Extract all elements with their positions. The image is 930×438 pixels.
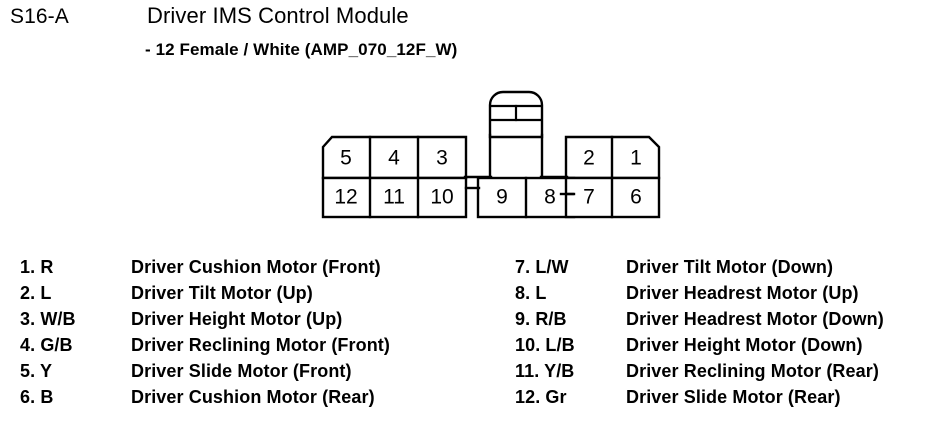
legend-row: 3. W/B Driver Height Motor (Up)	[20, 309, 390, 335]
legend-row: 9. R/B Driver Headrest Motor (Down)	[515, 309, 884, 335]
pin-cell-11: 11	[383, 186, 405, 209]
legend-row: 5. Y Driver Slide Motor (Front)	[20, 361, 390, 387]
legend-pin-description: Driver Tilt Motor (Down)	[626, 257, 834, 277]
legend-row: 4. G/B Driver Reclining Motor (Front)	[20, 335, 390, 361]
legend-pin-number: 3. W/B	[20, 309, 76, 329]
connector-spec-subtitle: - 12 Female / White (AMP_070_12F_W)	[145, 40, 458, 59]
legend-pin-number: 12. Gr	[515, 387, 567, 407]
legend-pin-number: 10. L/B	[515, 335, 575, 355]
legend-row: 6. B Driver Cushion Motor (Rear)	[20, 387, 390, 413]
pin-cell-3: 3	[436, 147, 448, 170]
legend-row: 10. L/B Driver Height Motor (Down)	[515, 335, 884, 361]
page-title: Driver IMS Control Module	[147, 3, 409, 28]
pin-legend-right-column: 7. L/W Driver Tilt Motor (Down) 8. L Dri…	[515, 257, 884, 413]
pin-cell-4: 4	[388, 147, 400, 170]
legend-pin-number: 8. L	[515, 283, 547, 303]
pin-cell-8: 8	[544, 186, 556, 209]
legend-pin-description: Driver Slide Motor (Front)	[131, 361, 352, 381]
connector-id-label: S16-A	[10, 5, 69, 28]
legend-pin-number: 7. L/W	[515, 257, 569, 277]
legend-pin-number: 1. R	[20, 257, 54, 277]
legend-row: 7. L/W Driver Tilt Motor (Down)	[515, 257, 884, 283]
legend-pin-number: 11. Y/B	[515, 361, 575, 381]
legend-row: 12. Gr Driver Slide Motor (Rear)	[515, 387, 884, 413]
legend-pin-description: Driver Height Motor (Up)	[131, 309, 343, 329]
pin-cell-2: 2	[583, 147, 595, 170]
legend-row: 2. L Driver Tilt Motor (Up)	[20, 283, 390, 309]
pin-cell-9: 9	[496, 186, 508, 209]
legend-pin-description: Driver Height Motor (Down)	[626, 335, 863, 355]
pin-cell-12: 12	[334, 186, 357, 209]
connector-pinout-diagram: 5 4 3 2 1 12 11 10 9 8 7 6	[318, 88, 664, 222]
pin-cell-10: 10	[430, 186, 453, 209]
legend-pin-number: 9. R/B	[515, 309, 567, 329]
pin-cell-7: 7	[583, 186, 595, 209]
legend-pin-number: 6. B	[20, 387, 54, 407]
bottom-left-housing-block	[321, 176, 468, 219]
legend-pin-description: Driver Cushion Motor (Front)	[131, 257, 381, 277]
legend-pin-description: Driver Reclining Motor (Rear)	[626, 361, 879, 381]
legend-pin-number: 5. Y	[20, 361, 53, 381]
top-left-housing-block	[321, 135, 468, 180]
pin-cell-1: 1	[630, 147, 642, 170]
legend-pin-description: Driver Tilt Motor (Up)	[131, 283, 313, 303]
legend-row: 8. L Driver Headrest Motor (Up)	[515, 283, 884, 309]
legend-pin-description: Driver Headrest Motor (Up)	[626, 283, 859, 303]
legend-pin-description: Driver Headrest Motor (Down)	[626, 309, 884, 329]
pin-cell-6: 6	[630, 186, 642, 209]
legend-pin-description: Driver Cushion Motor (Rear)	[131, 387, 375, 407]
legend-pin-description: Driver Reclining Motor (Front)	[131, 335, 390, 355]
pin-cell-5: 5	[340, 147, 352, 170]
legend-row: 1. R Driver Cushion Motor (Front)	[20, 257, 390, 283]
pin-legend-left-column: 1. R Driver Cushion Motor (Front) 2. L D…	[20, 257, 390, 413]
legend-pin-number: 2. L	[20, 283, 52, 303]
legend-pin-description: Driver Slide Motor (Rear)	[626, 387, 841, 407]
legend-pin-number: 4. G/B	[20, 335, 73, 355]
legend-row: 11. Y/B Driver Reclining Motor (Rear)	[515, 361, 884, 387]
